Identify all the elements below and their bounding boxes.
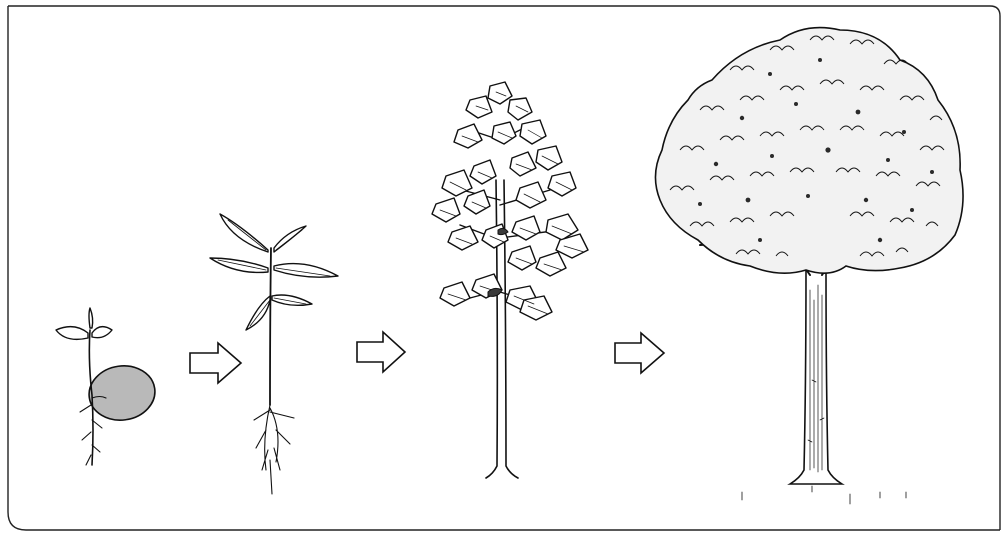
tree-canopy (655, 28, 963, 274)
sapling-icon (432, 82, 588, 478)
growth-arrow-1 (190, 343, 241, 383)
growth-arrow-3 (615, 333, 664, 373)
growth-arrow-2 (357, 332, 405, 372)
sapling-stage (432, 82, 588, 478)
germinating-seed-stage (56, 308, 158, 465)
tree-icon (655, 28, 963, 504)
sapling-leaves (432, 82, 588, 320)
seed-icon (86, 362, 159, 425)
mature-tree-stage (655, 28, 963, 504)
